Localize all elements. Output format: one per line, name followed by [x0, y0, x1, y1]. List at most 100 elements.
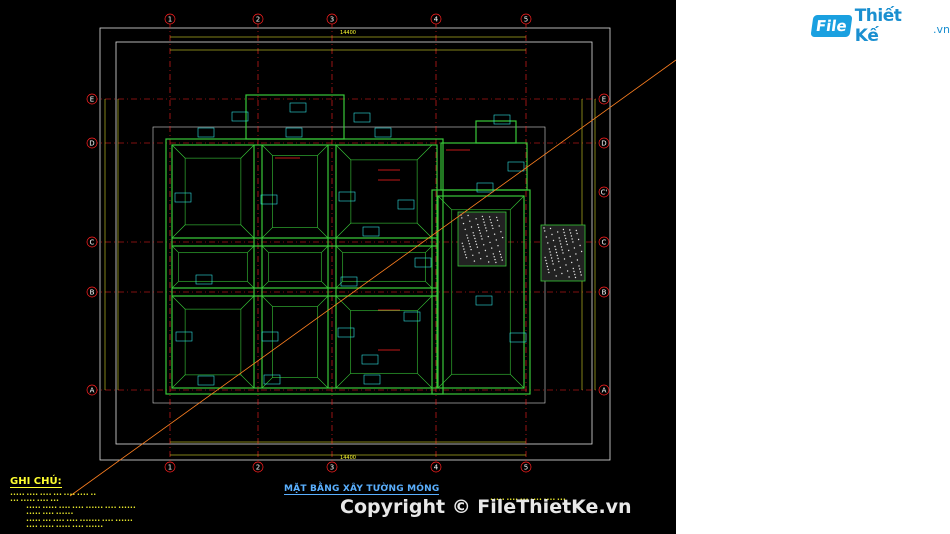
hatch-dot — [579, 271, 582, 273]
hatch-dot — [569, 255, 571, 258]
hatch-dot — [480, 235, 482, 237]
hatch-dot — [466, 234, 468, 236]
hatch-dot — [480, 258, 482, 260]
grid-bubble-label: 5 — [524, 464, 528, 472]
hatch-dot — [473, 260, 476, 262]
hatch-dot — [476, 246, 479, 248]
footing-pad — [261, 245, 329, 289]
hatch-dot — [469, 220, 471, 222]
section-diagonal — [69, 59, 676, 497]
grid-bubble-label: D — [601, 140, 606, 148]
hatch-dot — [548, 248, 550, 250]
hatch-dot — [576, 259, 579, 261]
hatch-dot — [568, 276, 570, 278]
grid-bubble: E — [598, 93, 610, 105]
hatch-dot — [483, 221, 485, 223]
hatch-dots — [460, 214, 583, 279]
hatch-dot — [571, 238, 573, 240]
footing-pad — [171, 144, 255, 239]
hatch-dot — [468, 243, 471, 245]
hatch-dot — [563, 231, 565, 234]
hatch-dot — [558, 260, 560, 263]
footing-pad — [335, 295, 433, 389]
hatch-dot — [551, 233, 553, 236]
footing-pad — [261, 144, 329, 239]
hatch-dot — [579, 268, 581, 270]
hatch-dot — [559, 240, 561, 242]
hatch-dot — [473, 234, 475, 237]
hatch-dot — [493, 233, 496, 235]
footing-pad — [437, 195, 525, 389]
hatch-dot — [566, 270, 569, 272]
grid-bubble: 5 — [520, 461, 532, 473]
hatch-dot — [475, 218, 477, 220]
walls — [165, 94, 531, 395]
grid-bubble: 4 — [430, 461, 442, 473]
hatch-dot — [477, 223, 479, 226]
hatch-dot — [485, 230, 488, 232]
hatch-dot — [497, 245, 499, 247]
hatched-pads — [457, 211, 586, 282]
hatch-dot — [572, 267, 574, 270]
hatch-dot — [565, 264, 567, 266]
hatch-dot — [557, 257, 559, 260]
hatch-dot — [569, 232, 572, 234]
hatch-dot — [496, 219, 499, 221]
hatch-dot — [577, 238, 580, 241]
hatch-dot — [565, 237, 567, 240]
hatch-dot — [550, 257, 553, 259]
copyright-watermark: Copyright © FileThietKe.vn — [340, 496, 632, 518]
hatch-dot — [467, 237, 469, 239]
grid-bubble: 1 — [164, 13, 176, 25]
hatch-dot — [565, 240, 568, 243]
grid-bubble: 2 — [252, 13, 264, 25]
hatch-dot — [562, 228, 565, 231]
grid-bubble: D — [86, 137, 98, 149]
logo-text: Thiết Kế — [854, 6, 902, 46]
footing-label-box — [476, 182, 494, 193]
grid-bubble-label: E — [602, 96, 606, 104]
footing-label-box — [337, 327, 355, 338]
drawing-title: MẶT BẰNG XÂY TƯỜNG MÓNG — [284, 484, 440, 495]
hatch-dot — [548, 271, 550, 274]
footing-pad — [335, 144, 433, 239]
hatch-dot — [491, 224, 493, 227]
total-dimension: 14400 — [340, 30, 356, 36]
hatch-dot — [546, 265, 549, 268]
hatch-dot — [463, 248, 465, 250]
hatch-dot — [501, 236, 504, 239]
hatch-dot — [484, 249, 487, 252]
hatch-dot — [580, 274, 582, 276]
hatch-dot — [464, 228, 466, 231]
hatch-dot — [483, 244, 485, 246]
hatch-dot — [492, 253, 494, 255]
grid-bubble: C — [86, 236, 98, 248]
hatch-dot — [561, 249, 563, 251]
hatch-dot — [470, 248, 472, 251]
hatch-dot — [485, 227, 487, 229]
hatch-dot — [467, 214, 469, 217]
hatch-dot — [484, 224, 486, 226]
hatch-dot — [487, 235, 489, 238]
hatch-dot — [545, 259, 547, 262]
hatch-dot — [552, 239, 555, 242]
hatch-dot — [555, 251, 558, 254]
hatch-dot — [495, 261, 497, 264]
hatch-dot — [554, 245, 556, 248]
grid-bubble-label: A — [90, 387, 95, 395]
grid-bubble: E — [86, 93, 98, 105]
hatch-dot — [568, 249, 570, 252]
hatch-dot — [569, 229, 571, 231]
hatch-dot — [482, 218, 484, 220]
hatch-dot — [470, 226, 473, 228]
logo-domain: .vn — [933, 22, 950, 36]
hatch-dot — [462, 222, 465, 225]
site-logo[interactable]: File Thiết Kế .vn — [810, 6, 950, 46]
hatch-dot — [563, 258, 566, 260]
footing-label-box — [261, 331, 279, 342]
grid-bubble-label: 1 — [168, 16, 172, 24]
grid-bubble-label: E — [90, 96, 94, 104]
hatch-dot — [488, 261, 490, 263]
hatch-dot — [575, 253, 577, 255]
